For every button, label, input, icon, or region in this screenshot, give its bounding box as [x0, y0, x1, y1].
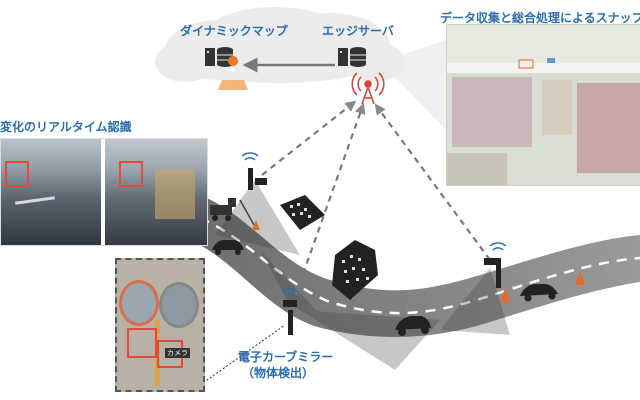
realtime-camera-panel: [0, 138, 208, 246]
snapshot-map-panel: [446, 24, 640, 186]
camera-frame-1: [1, 139, 101, 245]
traffic-cone-icons: [252, 220, 585, 302]
car-icon-3: [520, 284, 558, 302]
cloud-shape: [155, 7, 405, 83]
map-pin-icon: [218, 56, 248, 90]
construction-vehicle-icon: [210, 198, 255, 226]
mirror-label-line1: 電子カーブミラー: [238, 350, 334, 364]
snapshot-panel-title: データ収集と総合処理によるスナップシ: [440, 11, 640, 25]
mirror-label-line2: （物体検出）: [242, 366, 315, 380]
data-link-arrows: [261, 100, 491, 306]
snapshot-map-image: [447, 25, 640, 185]
detection-box: [127, 328, 157, 358]
road: [199, 195, 640, 337]
car-icon-1: [212, 240, 244, 255]
mirror-link-line: [199, 324, 286, 386]
edge-server-icon: [338, 47, 366, 67]
sensor-coverage-areas: [215, 180, 510, 370]
dynamic-map-label: ダイナミックマップ: [180, 24, 288, 38]
building-icon-1: [280, 195, 325, 230]
camera-frame-2: [105, 139, 207, 245]
mirror-photo-tag: カメラ: [165, 348, 190, 358]
curve-mirror-photo: カメラ: [115, 258, 205, 392]
wifi-icons: [241, 152, 507, 297]
realtime-panel-title: 変化のリアルタイム認識: [0, 120, 132, 134]
car-icon-2: [395, 316, 431, 336]
camera-icons: [248, 168, 501, 335]
detection-box: [5, 161, 29, 187]
snapshot-callout-wedge: [380, 40, 446, 130]
dynamic-map-server-icon: [205, 47, 233, 67]
antenna-icon: [351, 72, 385, 105]
detection-box: [119, 161, 143, 187]
edge-server-label: エッジサーバ: [322, 24, 394, 38]
building-icon-2: [332, 240, 378, 300]
